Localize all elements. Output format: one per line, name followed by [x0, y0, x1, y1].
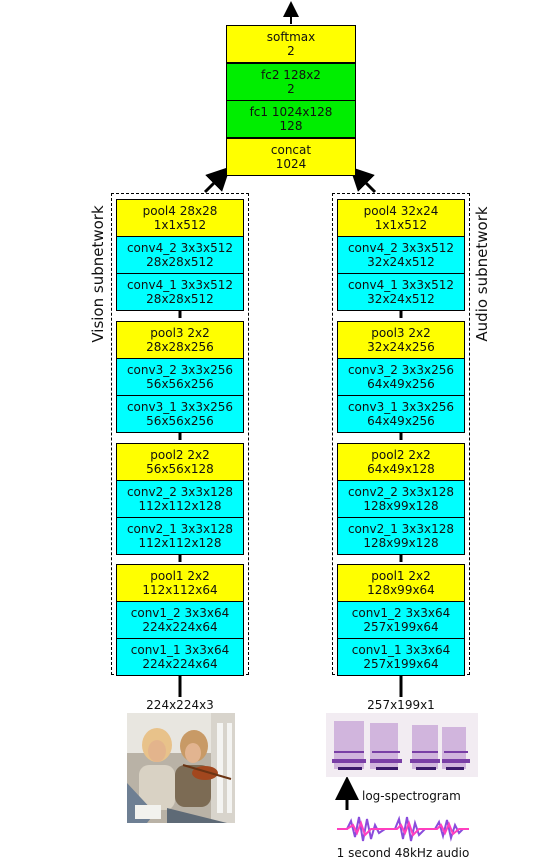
- vision-input-size: 224x224x3: [146, 698, 214, 712]
- layer-shape: 56x56x256: [146, 377, 214, 391]
- layer-name: conv2_1 3x3x128: [347, 522, 455, 536]
- layer-name: pool1 2x2: [371, 569, 431, 583]
- spectrogram-label: log-spectrogram: [362, 789, 461, 803]
- layer-name: pool3 2x2: [371, 326, 431, 340]
- layer-name: conv3_2 3x3x256: [347, 363, 455, 377]
- layer-name: concat: [270, 142, 312, 157]
- layer-name: conv1_1 3x3x64: [351, 643, 451, 657]
- layer-shape: 128x99x128: [363, 536, 439, 550]
- layer-name: conv1_2 3x3x64: [351, 606, 451, 620]
- layer-shape: 64x49x256: [367, 377, 435, 391]
- layer-shape: 32x24x256: [367, 340, 435, 354]
- layer-shape: 32x24x512: [367, 292, 435, 306]
- layer-shape: 2: [287, 81, 295, 96]
- layer-name: pool4 32x24: [363, 204, 439, 218]
- layer-name: pool3 2x2: [150, 326, 210, 340]
- vision-to-concat-arrow: [203, 166, 231, 194]
- layer-shape: 64x49x128: [367, 462, 435, 476]
- layer-name: softmax: [266, 30, 316, 44]
- layer-name: pool4 28x28: [142, 204, 218, 218]
- waveform-image: [337, 815, 469, 842]
- layer-shape: 257x199x64: [363, 620, 439, 634]
- layer-name: conv2_1 3x3x128: [126, 522, 234, 536]
- layer-name: conv3_2 3x3x256: [126, 363, 234, 377]
- layer-name: fc2 128x2: [261, 67, 321, 82]
- audio-to-concat-arrow: [349, 166, 377, 194]
- layer-shape: 64x49x256: [367, 414, 435, 428]
- layer-name: conv4_2 3x3x512: [126, 241, 234, 255]
- layer-name: fc1 1024x128: [249, 105, 333, 119]
- waveform-label: 1 second 48kHz audio: [336, 846, 470, 860]
- layer-name: conv2_2 3x3x128: [126, 485, 234, 499]
- spectrogram-image: [326, 713, 478, 777]
- layer-name: conv4_1 3x3x512: [347, 278, 455, 292]
- layer-shape: 1x1x512: [374, 218, 428, 232]
- audio-subnetwork-label: Audio subnetwork: [473, 206, 491, 342]
- vision-input-photo: [127, 713, 235, 823]
- layer-shape: 112x112x64: [142, 583, 218, 597]
- layer-name: conv4_2 3x3x512: [347, 241, 455, 255]
- layer-name: conv1_2 3x3x64: [130, 606, 230, 620]
- layer-shape: 224x224x64: [142, 657, 218, 671]
- audio-input-size: 257x199x1: [367, 698, 435, 712]
- layer-shape: 2: [287, 44, 295, 58]
- layer-shape: 128: [279, 119, 303, 133]
- vision-subnetwork-label: Vision subnetwork: [89, 205, 107, 343]
- layer-name: conv2_2 3x3x128: [347, 485, 455, 499]
- layer-shape: 28x28x512: [146, 255, 214, 269]
- layer-shape: 1024: [275, 156, 307, 171]
- layer-name: pool2 2x2: [150, 448, 210, 462]
- layer-shape: 128x99x64: [367, 583, 435, 597]
- layer-name: conv4_1 3x3x512: [126, 278, 234, 292]
- layer-name: pool2 2x2: [371, 448, 431, 462]
- layer-shape: 56x56x256: [146, 414, 214, 428]
- layer-shape: 224x224x64: [142, 620, 218, 634]
- layer-name: conv3_1 3x3x256: [347, 400, 455, 414]
- layer-shape: 112x112x128: [138, 499, 222, 513]
- layer-name: conv3_1 3x3x256: [126, 400, 234, 414]
- layer-shape: 28x28x256: [146, 340, 214, 354]
- layer-shape: 257x199x64: [363, 657, 439, 671]
- layer-shape: 32x24x512: [367, 255, 435, 269]
- layer-name: conv1_1 3x3x64: [130, 643, 230, 657]
- layer-shape: 112x112x128: [138, 536, 222, 550]
- layer-shape: 1x1x512: [153, 218, 207, 232]
- layer-shape: 56x56x128: [146, 462, 214, 476]
- layer-shape: 128x99x128: [363, 499, 439, 513]
- layer-name: pool1 2x2: [150, 569, 210, 583]
- layer-shape: 28x28x512: [146, 292, 214, 306]
